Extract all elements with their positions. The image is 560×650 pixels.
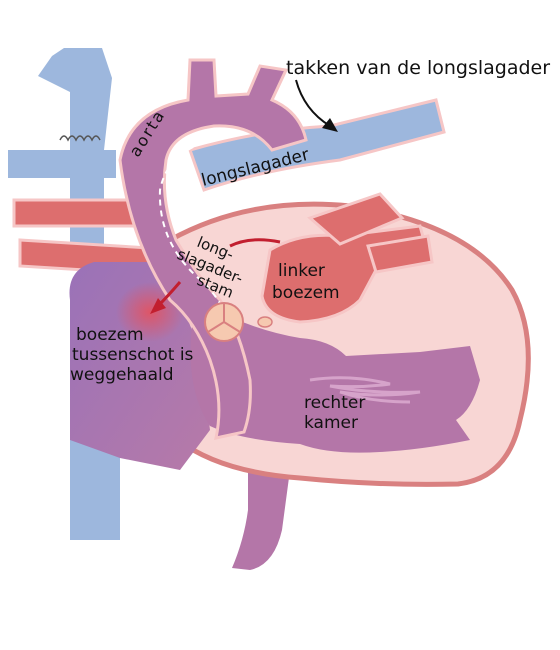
- pointer-arrow: [295, 79, 331, 127]
- label-pulmonary-branches: takken van de longslagader: [286, 57, 550, 79]
- clip-marks: [59, 135, 101, 142]
- aorta-dashed-line: [158, 139, 227, 319]
- label-left-atrium-1: linker: [278, 261, 325, 281]
- label-septum-1: boezem: [76, 325, 144, 345]
- valve-leaflets: [207, 303, 241, 333]
- flow-arrow-right: [229, 238, 281, 248]
- pulmonary-vein-lower-right: [366, 234, 434, 274]
- label-septum-2: tussenschot is: [72, 345, 194, 365]
- descending-vessel: [232, 470, 290, 570]
- label-left-atrium-2: boezem: [272, 283, 340, 303]
- aorta-arch: [118, 58, 308, 440]
- ventricle-trabeculae: [309, 376, 421, 404]
- pulmonary-artery-branch: [188, 98, 446, 192]
- label-septum-3: weggehaald: [70, 365, 174, 385]
- flow-arrow-left-head: [150, 298, 166, 314]
- pulmonary-vein-upper-right: [307, 192, 405, 246]
- label-right-ventricle-1: rechter: [304, 393, 365, 413]
- pointer-arrow-head: [322, 118, 338, 132]
- label-right-ventricle-2: kamer: [304, 413, 358, 433]
- small-valve: [257, 316, 273, 328]
